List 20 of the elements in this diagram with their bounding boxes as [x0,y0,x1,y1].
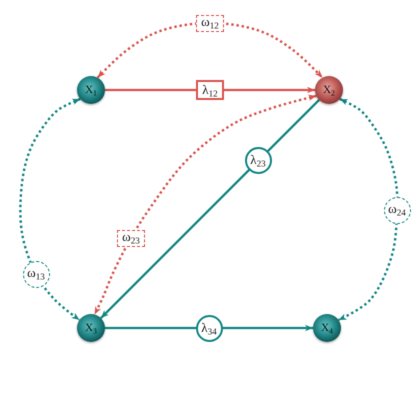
sphere-node [313,314,341,342]
arrow [105,324,313,332]
sphere-node [77,76,105,104]
edge-label: ω$_{13}$ [22,260,50,288]
edge-label: ω$_{24}$ [384,196,410,224]
edge-label: λ$_{23}$ [244,147,272,174]
edge-label: ω$_{23}$ [117,230,145,246]
sphere-node [315,76,343,104]
edge-label: λ$_{34}$ [196,314,222,342]
arrow [105,86,315,94]
dotted-arrow [19,98,81,321]
node-label: X$_{3}$ [85,322,97,334]
node-label: X$_{1}$ [85,84,97,96]
edge-label: ω$_{12}$ [196,14,224,32]
dotted-arrow [96,22,324,78]
node-label: X$_{4}$ [321,322,333,334]
dotted-arrow [338,98,398,322]
edge-label: λ$_{12}$ [196,80,224,100]
sphere-node [77,314,105,342]
node-label: X$_{2}$ [323,84,335,96]
